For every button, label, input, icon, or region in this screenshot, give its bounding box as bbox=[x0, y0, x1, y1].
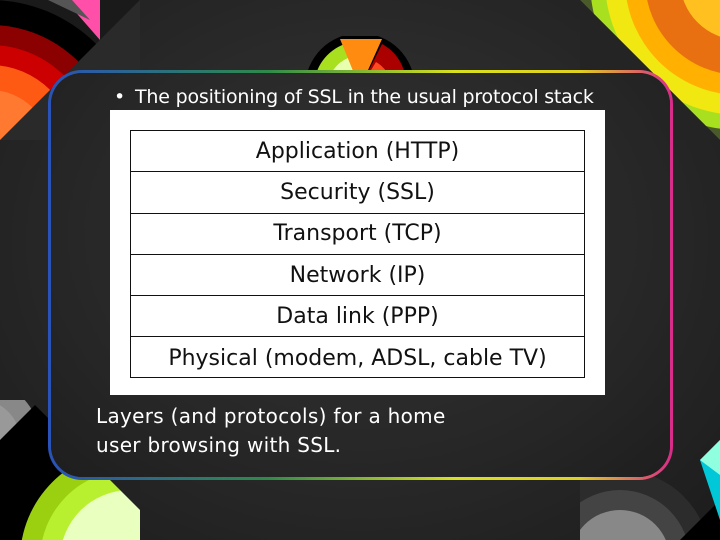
layer-data-link: Data link (PPP) bbox=[131, 296, 584, 338]
layer-application: Application (HTTP) bbox=[131, 131, 584, 173]
layer-transport: Transport (TCP) bbox=[131, 214, 584, 255]
protocol-stack-table: Application (HTTP) Security (SSL) Transp… bbox=[130, 130, 585, 378]
layer-security: Security (SSL) bbox=[131, 172, 584, 214]
decorative-fan-bottom-left bbox=[0, 400, 140, 540]
caption-line-2: user browsing with SSL. bbox=[96, 433, 342, 457]
layer-physical: Physical (modem, ADSL, cable TV) bbox=[168, 345, 547, 371]
bullet-marker: • bbox=[114, 86, 126, 108]
protocol-stack-figure: Application (HTTP) Security (SSL) Transp… bbox=[110, 110, 605, 395]
layer-network: Network (IP) bbox=[131, 255, 584, 297]
caption-line-1: Layers (and protocols) for a home bbox=[96, 404, 446, 428]
figure-caption: Layers (and protocols) for a home user b… bbox=[96, 402, 446, 460]
decorative-fan-bottom-right bbox=[580, 440, 720, 540]
bullet-point: • The positioning of SSL in the usual pro… bbox=[114, 86, 594, 108]
bullet-text: The positioning of SSL in the usual prot… bbox=[135, 86, 594, 108]
